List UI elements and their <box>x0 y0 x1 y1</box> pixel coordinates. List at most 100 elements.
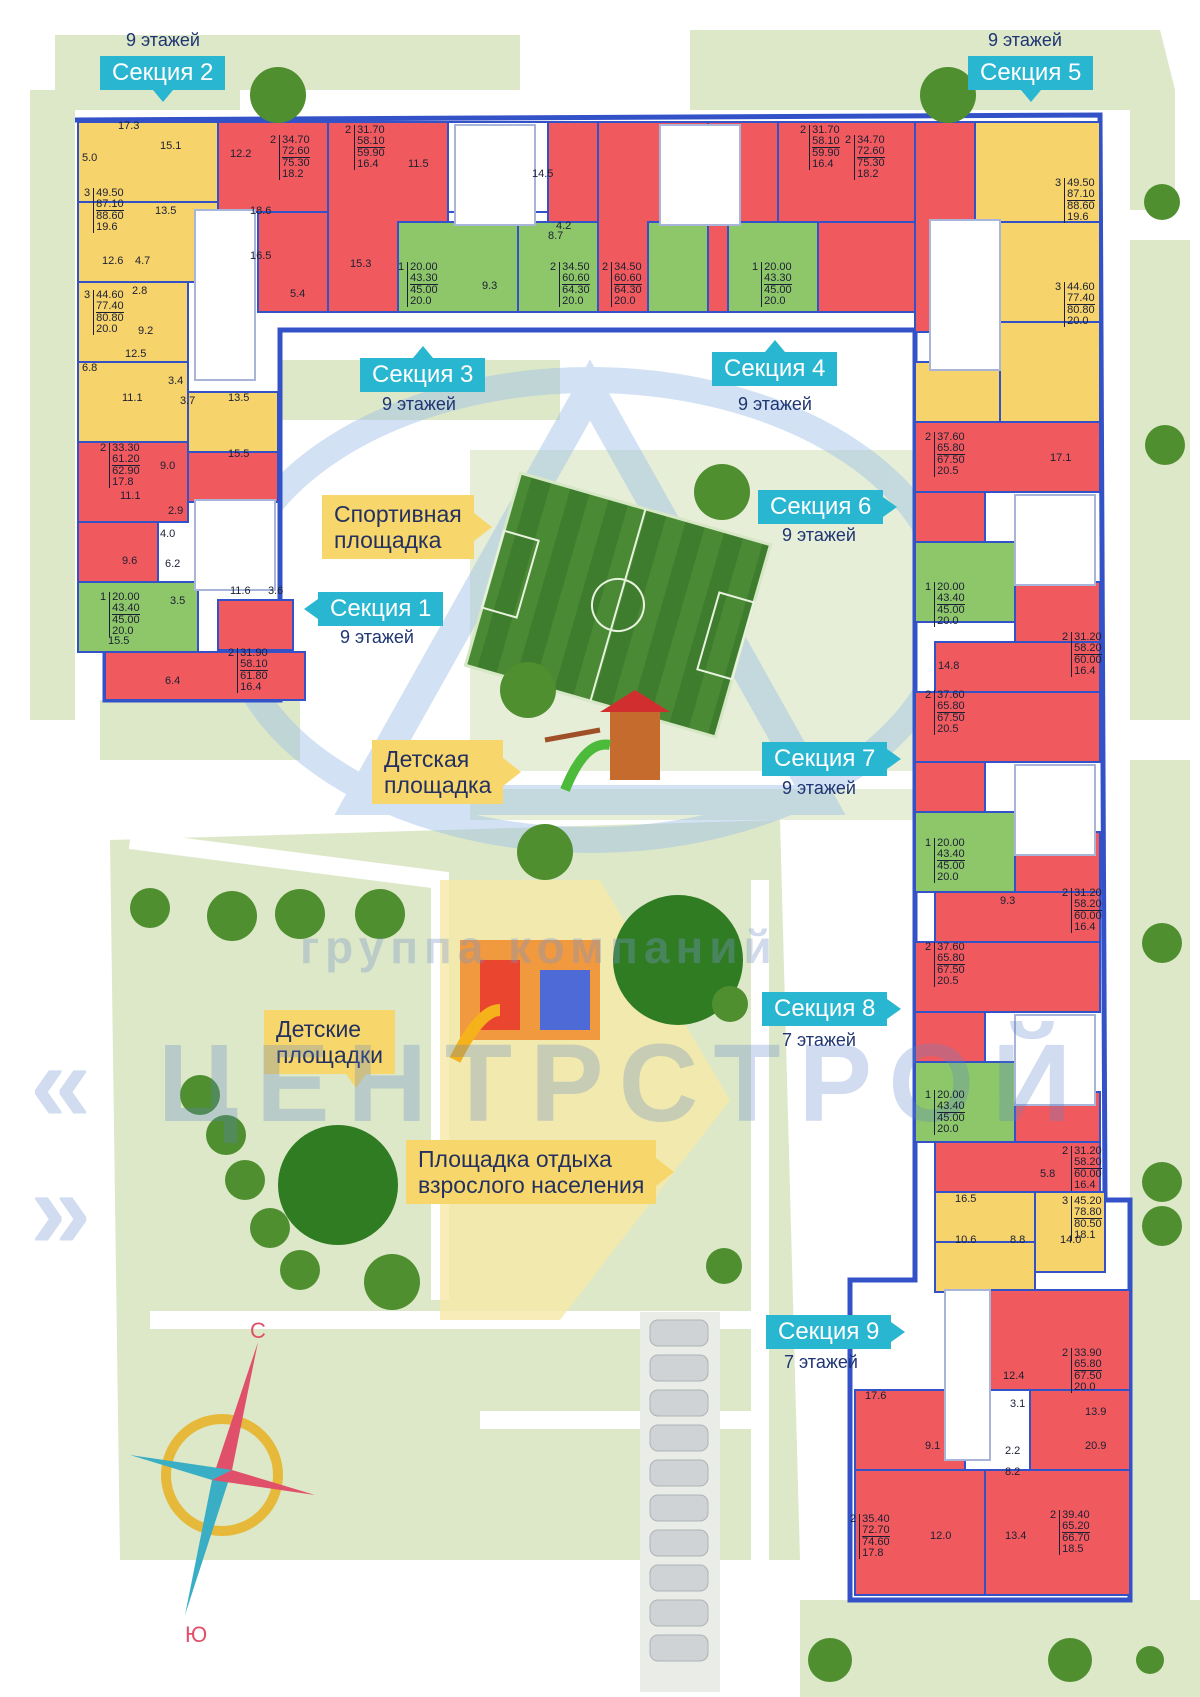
apt-value: 17.8 <box>862 1547 884 1559</box>
room-54: 3.1 <box>1010 1398 1026 1410</box>
apt-value: 18.2 <box>282 168 304 180</box>
apt-value: 88.60 <box>1067 200 1095 212</box>
room-18: 11.1 <box>120 490 141 502</box>
apt-value: 20.00 <box>937 581 965 593</box>
room-1: 17.3 <box>118 120 140 132</box>
compass-north-label: С <box>250 1318 266 1343</box>
sport-area-line-2: площадка <box>334 527 442 553</box>
apt-value: 20.0 <box>112 625 134 637</box>
apt-value: 31.90 <box>240 647 268 659</box>
room-44: 5.8 <box>1040 1168 1056 1180</box>
apt-room-count: 2 <box>228 648 239 693</box>
apt-value: 20.0 <box>937 1123 959 1135</box>
apt-value: 20.0 <box>1074 1381 1096 1393</box>
room-17: 9.0 <box>160 460 176 472</box>
apt-value: 20.5 <box>937 465 959 477</box>
room-14: 3.7 <box>180 395 196 407</box>
apt-value: 45.00 <box>112 614 140 626</box>
apt-value: 20.0 <box>410 295 432 307</box>
kids-playgrounds <box>449 940 600 1063</box>
apt-value: 45.00 <box>937 1112 965 1124</box>
room-28: 18.6 <box>250 205 272 217</box>
apt-value: 44.60 <box>96 289 124 301</box>
apt-value: 58.10 <box>357 135 385 148</box>
apt-value: 20.0 <box>96 323 118 335</box>
apt-value: 35.40 <box>862 1513 890 1525</box>
section-2-label: Секция 2 <box>100 56 226 102</box>
section-6-label: Секция 6 <box>758 490 898 524</box>
apt-room-count: 1 <box>752 262 763 307</box>
stair-cores <box>194 124 1096 1461</box>
adult-rest-line-1: Площадка отдыха <box>418 1146 612 1172</box>
kids-area-line-2: площадка <box>384 772 492 798</box>
compass-south-label: Ю <box>185 1622 208 1647</box>
apt-value: 20.0 <box>764 295 786 307</box>
room-25: 3.6 <box>268 585 284 597</box>
apt-value: 58.10 <box>812 135 840 148</box>
apt-value: 31.70 <box>812 124 840 136</box>
apt-room-count: 2 <box>1062 632 1073 677</box>
apt-value: 16.4 <box>1074 665 1096 677</box>
apt-value: 72.60 <box>857 145 885 158</box>
room-40: 16.5 <box>955 1193 977 1205</box>
room-22: 6.2 <box>165 558 181 570</box>
apt-value: 20.0 <box>614 295 636 307</box>
apt-value: 20.0 <box>1067 315 1089 327</box>
apt-value: 65.80 <box>1074 1358 1102 1371</box>
room-2: 15.1 <box>160 140 182 152</box>
section-4-floors: 9 этажей <box>738 394 812 414</box>
room-24: 11.6 <box>230 585 251 597</box>
apt-value: 43.40 <box>937 592 965 605</box>
room-13: 3.4 <box>168 375 184 387</box>
apt-room-count: 2 <box>1062 888 1073 933</box>
section-6-floors: 9 этажей <box>782 525 856 545</box>
apt-value: 20.00 <box>410 261 438 273</box>
room-53: 2.2 <box>1005 1445 1021 1457</box>
apt-value: 20.0 <box>562 295 584 307</box>
apt-room-count: 2 <box>1062 1146 1073 1191</box>
apt-value: 65.20 <box>1062 1520 1090 1533</box>
apt-value: 37.60 <box>937 689 965 701</box>
apt-value: 16.4 <box>812 158 834 170</box>
adult-rest-line-2: взрослого населения <box>418 1172 645 1198</box>
room-34: 4.2 <box>556 220 572 232</box>
apt-value: 67.50 <box>937 454 965 466</box>
room-39: 9.3 <box>1000 895 1016 907</box>
apt-room-count: 2 <box>270 135 281 180</box>
sport-area-line-1: Спортивная <box>334 501 462 527</box>
section-5-label: Секция 5 <box>968 56 1094 102</box>
room-52: 13.4 <box>1005 1530 1027 1542</box>
room-43: 14.0 <box>1060 1234 1082 1246</box>
apt-value: 20.0 <box>937 615 959 627</box>
apt-room-count: 2 <box>1062 1348 1073 1393</box>
apt-value: 61.20 <box>112 453 140 466</box>
apt-room-count: 2 <box>925 690 936 735</box>
section-3-label: Секция 3 <box>360 346 486 392</box>
apt-value: 16.4 <box>1074 1179 1096 1191</box>
apt-value: 16.4 <box>1074 921 1096 933</box>
apt-value: 75.30 <box>857 157 885 169</box>
apt-value: 45.00 <box>937 604 965 616</box>
apt-value: 34.50 <box>562 261 590 273</box>
apt-value: 64.30 <box>562 284 590 296</box>
kids-area-label: Детская площадка <box>372 740 522 804</box>
apt-value: 20.0 <box>937 871 959 883</box>
room-49: 9.1 <box>925 1440 941 1452</box>
apt-room-count: 3 <box>1055 178 1066 223</box>
room-20: 4.0 <box>160 528 176 540</box>
apt-value: 45.20 <box>1074 1195 1102 1207</box>
room-37: 17.1 <box>1050 452 1072 464</box>
